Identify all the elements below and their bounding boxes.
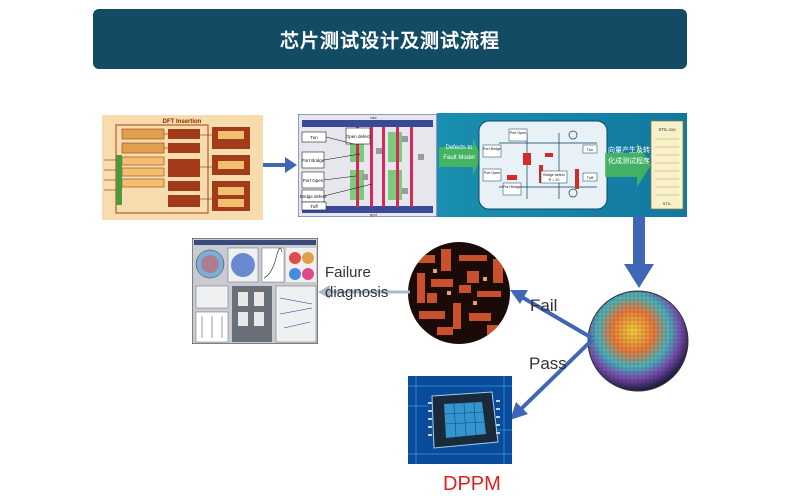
wafer-image xyxy=(587,290,689,392)
diagnosis-software-image xyxy=(192,238,318,344)
diagnosis-label: diagnosis xyxy=(325,284,389,301)
fault-model-label: Fault Model xyxy=(443,155,474,161)
dft-insertion-diagram: DFT Insertion xyxy=(102,115,263,220)
defect-bridge: Bridge defect xyxy=(300,194,327,199)
defect-tun: Tun xyxy=(310,135,318,140)
passed-chip-image xyxy=(408,376,512,464)
fm-tuff: Tuff xyxy=(587,175,595,180)
failure-label: Failure xyxy=(325,264,371,281)
defect-tuff: Tuff xyxy=(310,204,318,209)
arrow-to-wafer xyxy=(624,216,654,288)
stil-label: STIL xxx xyxy=(658,127,676,132)
vdd-label: vdd xyxy=(370,115,376,120)
stil-sub: STIL xyxy=(663,201,672,206)
fault-model-diagram: Defects to Fault Model Port Open Port Br… xyxy=(439,120,684,210)
pass-arrow xyxy=(510,338,594,420)
defect-open: Open defect xyxy=(346,134,371,139)
dppm-label: DPPM xyxy=(443,473,501,495)
fm-bridge-defect: Bridge defect xyxy=(543,173,564,177)
dft-title: DFT Insertion xyxy=(163,119,202,125)
fm-port-bridge-2: Port Bridge xyxy=(503,185,521,189)
gnd-label: gnd xyxy=(370,212,377,217)
fail-arrow xyxy=(510,290,594,340)
fm-port-bridge-1: Port Bridge xyxy=(483,147,501,151)
defect-layout-diagram: vdd gnd Tun Open defect Port Bridge Port… xyxy=(298,114,437,217)
vector-gen-line1: 向量产生及转 xyxy=(608,145,650,154)
failure-diagnosis-label: Failure diagnosis xyxy=(325,263,388,303)
fm-port-open-2: Port Open xyxy=(484,171,500,175)
defect-port-bridge: Port Bridge xyxy=(302,158,325,163)
arrow-dft-to-defects xyxy=(263,157,297,173)
page-title: 芯片测试设计及测试流程 xyxy=(93,9,687,69)
fm-tun: Tun xyxy=(587,147,594,152)
defect-port-open: Port Open xyxy=(303,178,324,183)
diagnosis-arrow xyxy=(318,285,410,299)
pass-label: Pass xyxy=(529,354,567,373)
defects-to-label: Defects to xyxy=(445,145,473,151)
vector-gen-line2: 化成测试程序 xyxy=(608,156,650,165)
fm-port-open-1: Port Open xyxy=(510,131,526,135)
fm-bridge-value: R = 10 xyxy=(549,178,560,182)
failed-die-image xyxy=(408,242,510,344)
fail-label: Fail xyxy=(530,296,558,315)
